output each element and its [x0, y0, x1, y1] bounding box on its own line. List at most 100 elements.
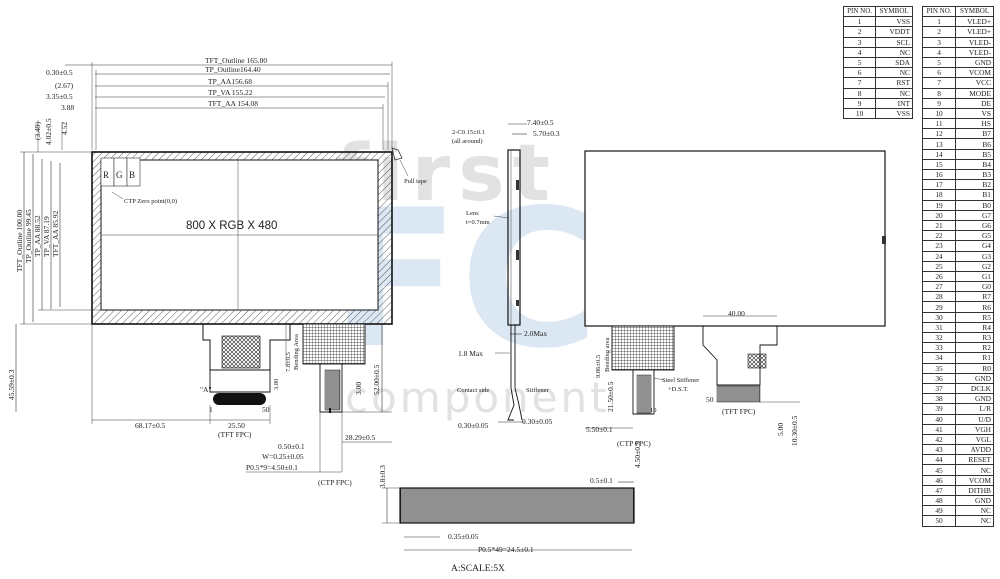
v-dim-1: TFT_Outline 100.00 — [15, 210, 24, 272]
pin-number: 28 — [921, 291, 957, 303]
detail-a-mark: "A" — [200, 385, 212, 394]
pin-symbol: VLED- — [955, 46, 994, 58]
pin-symbol: VSS — [875, 107, 913, 120]
offset-1: 0.30±0.5 — [46, 68, 73, 77]
detail-height: 3.8±0.3 — [378, 465, 387, 488]
v-dim-3: TP_AA 88.52 — [33, 215, 42, 257]
pin-symbol: B4 — [955, 158, 994, 171]
pin-number: 6 — [921, 67, 957, 79]
side-module-thickness: 5.70±0.3 — [533, 129, 560, 138]
pin-symbol: G3 — [955, 250, 994, 262]
pin-number: 26 — [921, 270, 957, 283]
offset-4: 3.88 — [61, 103, 74, 112]
pin-symbol: NC — [875, 67, 913, 79]
pin-symbol: B5 — [955, 148, 994, 160]
dim-tft-aa-w: TFT_AA 154.08 — [208, 99, 258, 108]
pin-symbol: HS — [955, 118, 994, 130]
pin-symbol: L/R — [955, 403, 994, 415]
dim-tp-outline-w: TP_Outline164.40 — [205, 65, 261, 74]
back-h2: 10.30±0.5 — [790, 415, 799, 446]
top-offset-2: 4.02±0.5 — [44, 118, 53, 145]
pin-number: 14 — [921, 148, 957, 160]
pin-symbol: R0 — [955, 362, 994, 374]
pin-number: 45 — [921, 464, 957, 476]
pin-symbol: GND — [955, 56, 994, 69]
pin-number: 22 — [921, 230, 957, 242]
ctp-pitch: 0.50±0.1 — [278, 442, 305, 451]
ctp-width: W=0.25±0.05 — [262, 452, 304, 461]
pin-number: 5 — [842, 56, 877, 69]
ctp-pitch-total: P0.5*9=4.50±0.1 — [246, 463, 298, 472]
pin-symbol: SCL — [875, 36, 913, 48]
ctp-header-pin: PIN NO. — [842, 5, 877, 18]
pin-symbol: U/D — [955, 413, 994, 425]
side-t1: 0.30±0.05 — [458, 421, 489, 430]
pin-number: 37 — [921, 382, 957, 395]
back-h1: 5.00 — [776, 423, 785, 436]
pin-number: 39 — [921, 403, 957, 415]
contact-side: Contact side — [457, 387, 489, 394]
pin-number: 43 — [921, 444, 957, 456]
pin-symbol: GND — [955, 393, 994, 405]
front-view: TFT_Outline 165.00 TP_Outline164.40 TP_A… — [7, 56, 427, 487]
pin-symbol: B2 — [955, 179, 994, 191]
pin-number: 12 — [921, 128, 957, 140]
pin-number: 6 — [842, 67, 877, 79]
stiffener-label: Stiffener — [526, 387, 549, 394]
pin-number: 31 — [921, 321, 957, 334]
pin-symbol: RST — [875, 77, 913, 89]
pin-symbol: G6 — [955, 219, 994, 232]
pin-symbol: INT — [875, 97, 913, 109]
pin-number: 23 — [921, 240, 957, 252]
pin-number: 7 — [842, 77, 877, 89]
pin-symbol: B1 — [955, 189, 994, 201]
pin-number: 5 — [921, 56, 957, 69]
pin-number: 3 — [921, 36, 957, 48]
side-t2: 0.30±0.05 — [522, 417, 553, 426]
pin-number: 46 — [921, 474, 957, 486]
pin-number: 21 — [921, 219, 957, 232]
pin-symbol: VS — [955, 107, 994, 120]
pin-symbol: VSS — [875, 16, 913, 28]
v-dim-2: TP_Outline 99.45 — [24, 209, 33, 263]
pin-symbol: VDDT — [875, 26, 913, 38]
pin-symbol: B6 — [955, 138, 994, 150]
pin-symbol: G4 — [955, 240, 994, 252]
pin-number: 44 — [921, 454, 957, 466]
dim-tp-aa-w: TP_AA156.68 — [208, 77, 252, 86]
side-total-thickness: 7.40±0.5 — [527, 118, 554, 127]
pixel-b: B — [129, 170, 135, 180]
back-fpc-length: 21.50±0.5 — [606, 381, 615, 412]
pin-symbol: GND — [955, 372, 994, 384]
pin-symbol: NC — [955, 464, 994, 476]
pin-number: 4 — [921, 46, 957, 58]
pin-number: 17 — [921, 179, 957, 191]
pin-symbol: R6 — [955, 301, 994, 313]
ctp-fpc-label-front: (CTP FPC) — [318, 478, 352, 487]
dim-tp-va-w: TP_VA 155.22 — [208, 88, 253, 97]
